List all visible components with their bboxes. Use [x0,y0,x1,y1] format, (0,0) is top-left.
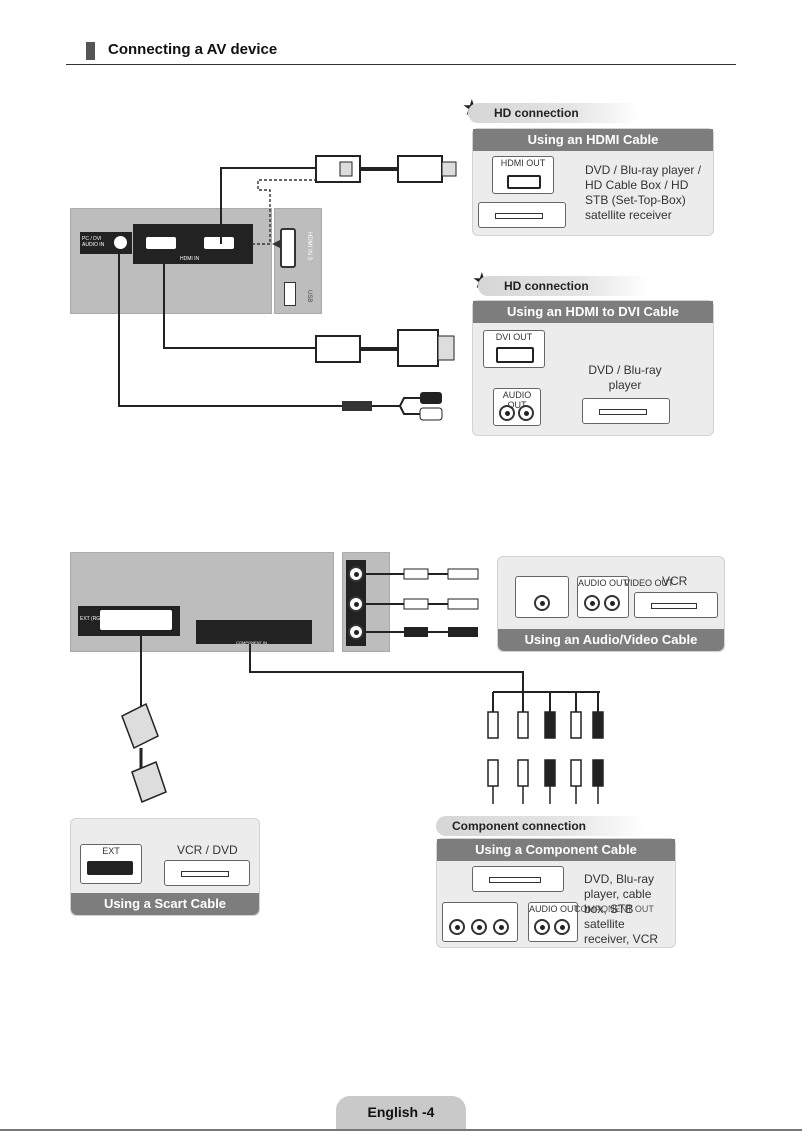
dvi-panel-title: Using an HDMI to DVI Cable [473,301,713,323]
audio-jack-left [499,405,515,421]
component-audio-jack-left [534,919,550,935]
dvi-device-text: DVD / Blu-ray player [588,363,662,392]
component-out-label: COMPONENT OUT [574,904,654,914]
scart-device-text: VCR / DVD [177,843,238,857]
dvi-hd-tag: HD connection [478,276,649,296]
hdmi-out-port: HDMI OUT [492,156,554,194]
disc-slot [651,603,697,609]
av-device-text: VCR [662,574,688,588]
hdmi-out-label: HDMI OUT [500,158,546,168]
video-out-jack [534,595,550,611]
hdmi-in-port-2 [204,237,234,249]
usb-label: USB [306,290,312,303]
component-device-text: DVD, Blu-ray player, cable box, STB sate… [584,872,659,946]
hdmi-hd-tag: HD connection [468,103,639,123]
component-audio-out-label: AUDIO OUT [529,904,580,914]
ext-scart-port: EXT [80,844,142,884]
scart-socket [100,610,172,630]
hdmi-in-port-1 [146,237,176,249]
component-player-device [472,866,564,892]
hdmi-in3-label: HDMI IN 3 [306,232,312,261]
disc-slot [495,213,543,219]
component-jack-y [449,919,465,935]
av-video-out-port [515,576,569,618]
av-video-out-label: VIDEO OUT [624,578,674,588]
av-audio-jack-left [584,595,600,611]
dvi-audio-out-label: AUDIO OUT [502,390,532,410]
vcr-device [634,592,718,618]
component-tag: Component connection [436,816,646,836]
hdmi-in-label: HDMI IN [180,256,200,262]
pc-dvi-label: PC / DVI AUDIO IN [82,236,105,248]
scart-panel-title: Using a Scart Cable [71,893,259,915]
av-panel-title: Using an Audio/Video Cable [498,629,724,651]
usb-port [284,282,296,306]
audio-r-jack [348,624,364,640]
dvi-out-port: DVI OUT [483,330,545,368]
component-out-port [442,902,518,942]
audio-l-jack [348,596,364,612]
dvi-player-device [582,398,670,424]
disc-slot [181,871,229,877]
header-rule [66,64,736,65]
video-jack [348,566,364,582]
hdmi-device-text: DVD / Blu-ray player / HD Cable Box / HD… [585,163,702,222]
footer-rule [0,1129,802,1131]
dvi-out-label: DVI OUT [495,332,533,342]
page-number-tab: English -4 [336,1096,466,1130]
component-in-label: COMPONENT IN [236,640,268,645]
component-jack-pb [471,919,487,935]
hdmi-panel-title: Using an HDMI Cable [473,129,713,151]
component-in-block [196,620,312,644]
audio-jack-right [518,405,534,421]
av-audio-out-label: AUDIO OUT [578,578,629,588]
component-audio-out-port: AUDIO OUT [528,902,580,942]
scart-socket-icon [87,861,133,875]
page-title: Connecting a AV device [108,41,278,58]
component-audio-jack-right [554,919,570,935]
component-panel-title: Using a Component Cable [437,839,675,861]
audio-jack-socket [114,236,127,249]
hdmi-in3-port [280,228,296,268]
hdmi-socket-icon [507,175,541,189]
ext-rgb-label: EXT (RGB) [80,616,106,622]
bottom-cables [121,568,604,804]
hdmi-player-device [478,202,566,228]
av-audio-jack-right [604,595,620,611]
disc-slot [599,409,647,415]
component-jack-pr [493,919,509,935]
dvi-audio-out-port: AUDIO OUT [493,388,541,426]
dvi-socket-icon [496,347,534,363]
ext-port-label: EXT [102,846,120,856]
top-cables [118,155,457,421]
scart-player-device [164,860,250,886]
disc-slot [489,877,541,883]
header-marker [86,42,95,60]
av-audio-out-port: AUDIO OUT [577,576,629,618]
